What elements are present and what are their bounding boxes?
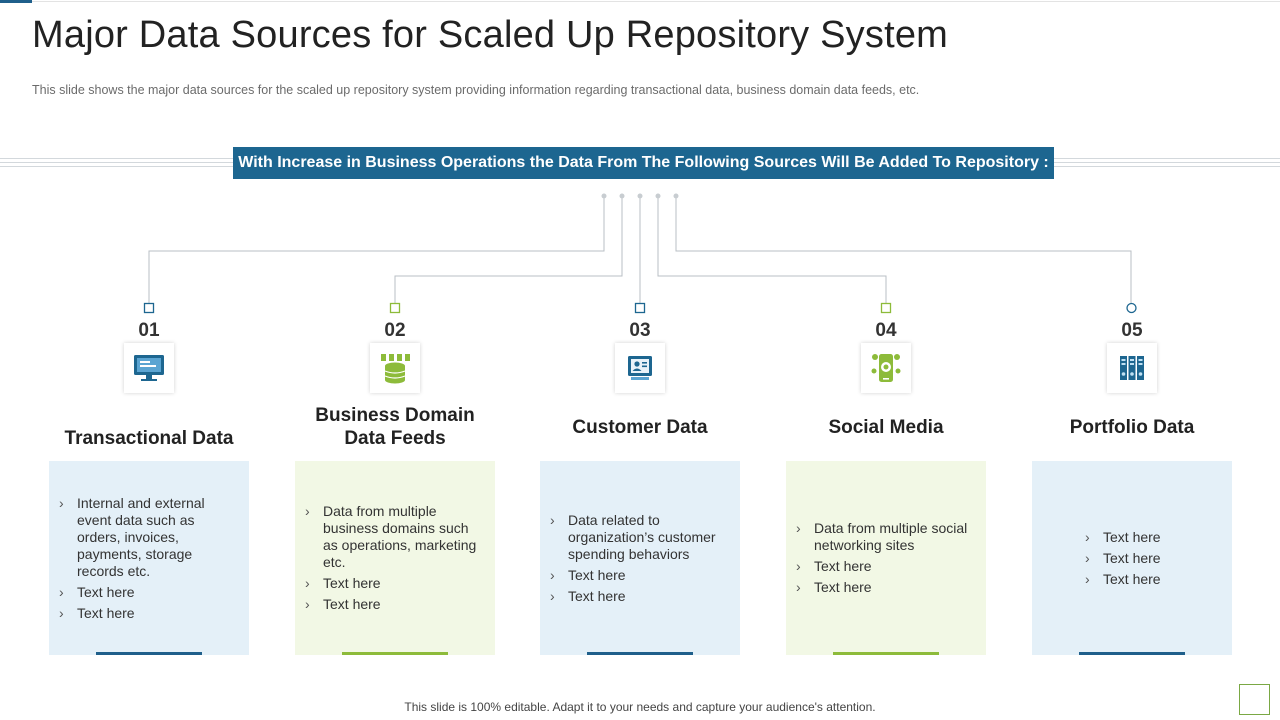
slide-subtitle: This slide shows the major data sources … xyxy=(32,83,920,97)
connector-dot xyxy=(637,193,643,199)
source-list: Data related to organization’s customer … xyxy=(550,508,728,609)
connector-01 xyxy=(148,196,605,303)
node-marker-01 xyxy=(143,302,155,314)
source-list: Text here Text here Text here xyxy=(1085,525,1177,592)
node-marker-03 xyxy=(634,302,646,314)
customer-profile-icon xyxy=(628,356,652,380)
list-item: Text here xyxy=(59,605,237,622)
source-column-05: 05 Portfolio Data xyxy=(1032,320,1232,451)
list-item: Text here xyxy=(550,588,728,605)
source-list: Internal and external event data such as… xyxy=(59,491,237,626)
computer-monitor-icon xyxy=(134,355,164,381)
icon-frame xyxy=(1107,343,1157,393)
slide-title: Major Data Sources for Scaled Up Reposit… xyxy=(32,14,949,56)
section-banner: With Increase in Business Operations the… xyxy=(233,147,1054,179)
list-item: Data from multiple social networking sit… xyxy=(796,520,974,554)
source-list: Data from multiple social networking sit… xyxy=(796,516,974,600)
source-card-01: Internal and external event data such as… xyxy=(49,461,249,655)
source-number: 04 xyxy=(875,320,897,341)
list-item: Text here xyxy=(796,579,974,596)
database-coins-icon xyxy=(381,354,410,384)
icon-frame xyxy=(370,343,420,393)
list-item: Text here xyxy=(1085,571,1177,588)
list-item: Data from multiple business domains such… xyxy=(305,503,483,571)
list-item: Text here xyxy=(796,558,974,575)
source-number: 03 xyxy=(629,320,651,341)
list-item: Text here xyxy=(1085,550,1177,567)
source-card-02: Data from multiple business domains such… xyxy=(295,461,495,655)
card-accent-bar xyxy=(342,652,448,655)
connector-dot xyxy=(673,193,679,199)
source-title: Business Domain Data Feeds xyxy=(315,405,475,449)
social-mobile-icon xyxy=(871,354,901,382)
node-marker-04 xyxy=(880,302,892,314)
source-number: 02 xyxy=(384,320,406,341)
list-item: Text here xyxy=(59,584,237,601)
source-number: 05 xyxy=(1121,320,1143,341)
source-column-04: 04 Social Media xyxy=(786,320,986,451)
connector-dot xyxy=(655,193,661,199)
connector-04 xyxy=(657,196,887,303)
source-column-02: 02 Business Domain Data Feeds xyxy=(295,320,495,451)
card-accent-bar xyxy=(833,652,939,655)
list-item: Text here xyxy=(1085,529,1177,546)
node-marker-02 xyxy=(389,302,401,314)
source-card-05: Text here Text here Text here xyxy=(1032,461,1232,655)
node-marker-05 xyxy=(1126,302,1137,314)
corner-frame xyxy=(1239,684,1270,715)
icon-frame xyxy=(861,343,911,393)
icon-frame xyxy=(124,343,174,393)
list-item: Data related to organization’s customer … xyxy=(550,512,728,563)
source-card-04: Data from multiple social networking sit… xyxy=(786,461,986,655)
list-item: Text here xyxy=(305,596,483,613)
source-list: Data from multiple business domains such… xyxy=(305,499,483,617)
connector-dot xyxy=(619,193,625,199)
list-item: Text here xyxy=(305,575,483,592)
list-item: Internal and external event data such as… xyxy=(59,495,237,580)
source-title: Customer Data xyxy=(572,416,708,438)
source-column-03: 03 Customer Data xyxy=(540,320,740,451)
top-divider xyxy=(32,1,1280,2)
connector-02 xyxy=(394,196,623,303)
top-accent-bar xyxy=(0,0,32,3)
footer-note: This slide is 100% editable. Adapt it to… xyxy=(404,700,876,714)
card-accent-bar xyxy=(587,652,693,655)
source-column-01: 01 Transactional Data xyxy=(49,320,249,462)
source-number: 01 xyxy=(138,320,160,341)
connector-05 xyxy=(675,196,1132,303)
file-cabinet-icon xyxy=(1120,356,1144,380)
list-item: Text here xyxy=(550,567,728,584)
source-title: Transactional Data xyxy=(64,427,234,449)
card-accent-bar xyxy=(1079,652,1185,655)
source-card-03: Data related to organization’s customer … xyxy=(540,461,740,655)
icon-frame xyxy=(615,343,665,393)
source-title: Portfolio Data xyxy=(1069,416,1195,438)
source-title: Social Media xyxy=(828,416,944,438)
card-accent-bar xyxy=(96,652,202,655)
connector-dot xyxy=(601,193,607,199)
